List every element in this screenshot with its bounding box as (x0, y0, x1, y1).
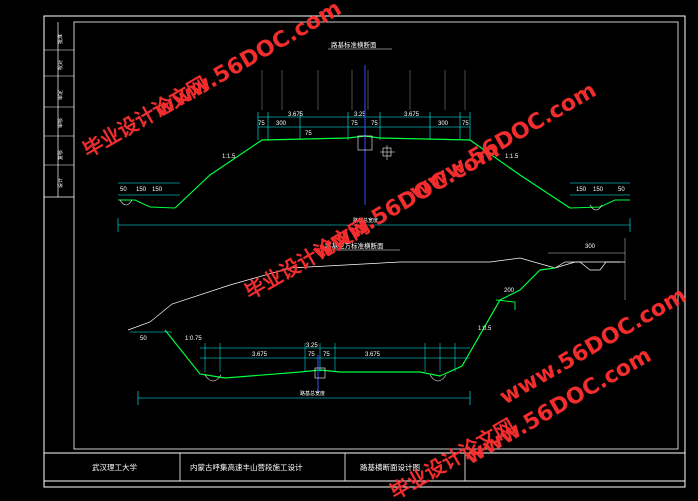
small-dim-left: 50 (140, 336, 147, 342)
sig-label-1: 设计 (57, 178, 64, 188)
section-title-standard: 路基标准横断面 (331, 40, 377, 49)
slope-label-cut-left: 1:0.75 (185, 336, 202, 342)
lane-dim-top-3: 75 (371, 121, 378, 127)
small-dim-berm: 200 (504, 288, 515, 294)
sig-label-5: 校对 (57, 60, 64, 70)
watermarks: 毕业设计论文网 www.56DOC.com 毕业设计论文网 www.56DOC.… (79, 0, 691, 501)
total-width-bottom: 路基总宽度 (300, 390, 325, 397)
sig-label-6: 批准 (57, 34, 64, 44)
section-excavation-cut: 路基挖方标准横断面 3.25 3.675 75 75 3.675 1:0.75 … (127, 238, 626, 405)
shoulder-dim-top-1: 75 (258, 121, 265, 127)
side-dim-right-2: 150 (593, 187, 604, 193)
shoulder-dim-top-2: 300 (276, 121, 287, 127)
shoulder-dim-top-4: 300 (438, 121, 449, 127)
tb-project: 内蒙古呼集高速丰山营段施工设计 (190, 462, 303, 472)
sig-label-4: 审定 (57, 90, 64, 100)
total-width-top: 路基总宽度 (353, 217, 378, 224)
lane-dim-top-2: 75 (351, 121, 358, 127)
lane-dim-bot-1: 3.675 (252, 352, 268, 358)
lane-dim-bot-2: 75 (308, 352, 315, 358)
crown-width-top: 3.25 (354, 112, 366, 118)
inner-frame (73, 21, 679, 450)
side-dim-left-3: 150 (152, 187, 163, 193)
lane-dim-top-1: 3.675 (288, 112, 304, 118)
lane-dim-top-4: 3.675 (404, 112, 420, 118)
watermark-url-1: www.56DOC.com (151, 0, 346, 123)
side-dim-right-3: 50 (618, 187, 625, 193)
signature-strip: 设计 复核 审核 审定 校对 批准 (44, 22, 74, 198)
tb-school: 武汉理工大学 (92, 462, 137, 472)
lane-dim-bot-3: 75 (323, 352, 330, 358)
sig-label-3: 审核 (57, 118, 64, 128)
shoulder-dim-top-5: 75 (462, 121, 469, 127)
lane-dim-bot-4: 3.675 (365, 352, 381, 358)
sig-label-2: 复核 (57, 150, 64, 160)
section-standard-fill: 路基标准横断面 3.25 3.675 75 (117, 40, 631, 232)
title-block: 武汉理工大学 内蒙古呼集高速丰山营段施工设计 路基横断面设计图 (43, 452, 686, 482)
shoulder-dim-top-3: 75 (305, 131, 312, 137)
watermark-url-4: www.56DOC.com (406, 78, 601, 205)
slope-label-left: 1:1.5 (222, 154, 236, 160)
side-dim-left-2: 150 (136, 187, 147, 193)
side-dim-left-1: 50 (120, 187, 127, 193)
section-title-excavation: 路基挖方标准横断面 (325, 241, 384, 250)
outer-frame (43, 15, 686, 488)
slope-label-right: 1:1.5 (505, 154, 519, 160)
cut-profile (164, 267, 556, 379)
small-dim-top-right: 300 (585, 244, 596, 250)
tb-drawing-name: 路基横断面设计图 (360, 462, 420, 472)
side-dim-right-1: 150 (576, 187, 587, 193)
slope-label-cut-right: 1:0.5 (478, 326, 492, 332)
crown-width-bottom: 3.25 (306, 343, 318, 349)
